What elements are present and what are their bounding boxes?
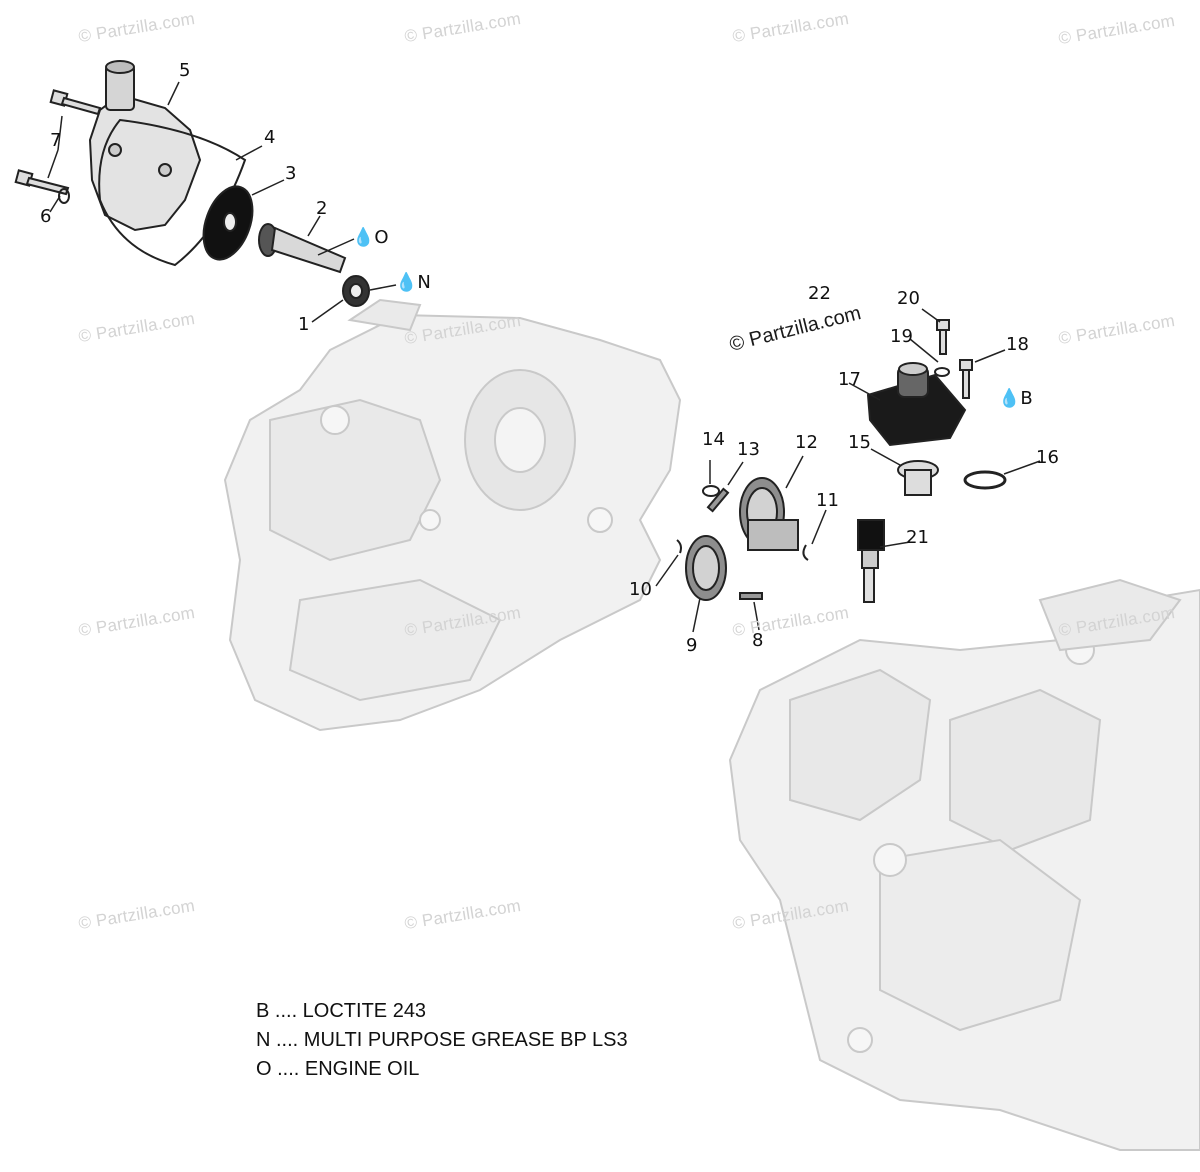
lubricant-mark-loctite: B [1020,388,1033,409]
thermostat [897,460,939,496]
callout-22: 22 [808,283,831,304]
callout-6: 6 [40,206,52,227]
callout-19: 19 [890,326,913,347]
pin-13 [706,487,730,513]
clip-11 [802,544,809,561]
clip-10 [676,539,682,554]
thermostat-housing [866,362,967,447]
pin-8 [739,592,763,600]
gear-9 [685,535,727,601]
callout-9: 9 [686,635,698,656]
gear-12 [739,477,799,551]
callout-16: 16 [1036,447,1059,468]
legend-row-grease: N .... MULTI PURPOSE GREASE BP LS3 [256,1029,628,1051]
engine-head-right-ghost [728,578,1200,1151]
pump-seal [342,275,370,307]
callout-5: 5 [179,60,191,81]
engine-case-left-ghost [223,298,682,732]
washer-19 [934,367,950,377]
pump-shaft [258,223,347,274]
legend-row-oil: O .... ENGINE OIL [256,1058,420,1080]
callout-2: 2 [316,198,328,219]
callout-11: 11 [816,490,839,511]
o-ring-16 [963,470,1007,490]
callout-14: 14 [702,429,725,450]
callout-18: 18 [1006,334,1029,355]
legend: B .... LOCTITE 243 N .... MULTI PURPOSE … [256,997,628,1084]
oil-drop-icon: 💧O [352,227,389,248]
bolts-7 [14,89,102,196]
washer-6 [58,188,70,204]
callout-4: 4 [264,127,276,148]
callout-1: 1 [298,314,310,335]
callout-12: 12 [795,432,818,453]
lubricant-mark-grease: N [417,272,431,293]
water-pump-cover [88,60,202,232]
clip-14 [702,485,720,497]
callout-8: 8 [752,630,764,651]
gasket-ring [98,118,247,267]
callout-10: 10 [629,579,652,600]
callout-15: 15 [848,432,871,453]
loctite-drop-icon: 💧B [998,388,1033,409]
legend-row-loctite: B .... LOCTITE 243 [256,1000,427,1022]
impeller [202,185,254,261]
callout-21: 21 [906,527,929,548]
temperature-sensor [857,519,885,603]
bolt-20 [936,319,950,355]
bolt-18 [959,359,973,399]
callout-20: 20 [897,288,920,309]
leader-lines [47,81,1041,633]
callout-7: 7 [50,130,62,151]
grease-drop-icon: 💧N [395,272,431,293]
lubricant-mark-oil: O [374,227,389,248]
callout-17: 17 [838,369,861,390]
callout-3: 3 [285,163,297,184]
callout-13: 13 [737,439,760,460]
